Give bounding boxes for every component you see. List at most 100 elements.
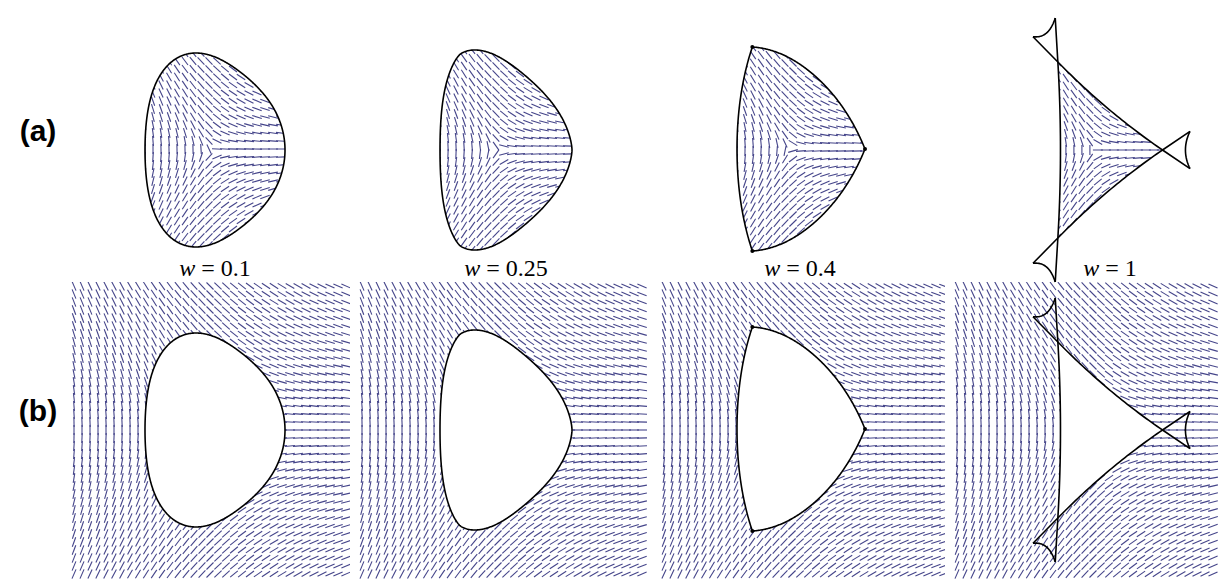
director-line [805,84,813,90]
director-line [469,206,475,214]
director-line [540,64,549,69]
director-line [245,99,254,103]
director-line [198,73,205,80]
director-line [221,66,229,72]
director-line [206,193,213,200]
director-line [774,235,781,243]
director-line [159,322,164,330]
director-line [1087,122,1094,129]
director-line [860,174,870,176]
director-line [1081,145,1082,155]
director-line [454,86,459,95]
director-line [1157,228,1166,232]
director-line [166,241,172,249]
director-line [1079,186,1085,194]
director-line [213,234,220,241]
director-line [782,163,788,171]
director-line [143,290,148,298]
director-line [500,183,508,189]
director-line [446,86,450,95]
director-line [1072,122,1076,131]
director-line [750,235,756,243]
director-line [485,62,492,69]
director-line [782,59,789,66]
director-line [206,225,213,232]
director-line [1157,204,1167,207]
director-line [805,212,813,218]
director-line [752,170,755,180]
director-line [462,86,467,95]
director-line [286,292,295,297]
director-line [159,57,164,66]
director-line [183,282,189,290]
director-line [1079,58,1086,65]
director-line [213,186,221,192]
director-line [143,72,147,81]
director-line [751,203,756,212]
director-line [532,223,541,228]
director-line [206,113,213,120]
director-line [783,139,787,148]
director-line [143,57,148,66]
director-line [151,298,156,306]
droplet-boundary [737,47,865,251]
director-line [213,66,220,73]
director-line [270,299,279,304]
director-line [166,49,172,57]
director-line [743,203,747,212]
director-line [469,214,475,222]
director-line [438,93,442,102]
director-line [1141,84,1150,88]
director-line [735,194,739,203]
director-line [743,194,747,203]
director-line [1133,100,1142,104]
director-line [500,63,507,70]
droplet-boundary [145,53,285,247]
director-line [159,290,165,298]
director-line [206,129,213,136]
director-line [214,315,221,322]
director-line [276,219,285,223]
director-line [276,188,286,190]
director-line [286,316,295,321]
director-line [508,47,516,54]
director-line [167,217,172,226]
director-line [836,205,845,209]
director-line [485,238,492,245]
director-line [852,182,862,184]
director-line [469,94,474,102]
director-line [1141,196,1150,200]
director-line [1126,92,1135,97]
director-line [198,201,204,209]
director-line [230,283,238,289]
director-line [1094,123,1102,129]
director-line [190,209,196,217]
director-line [797,124,806,129]
director-line [744,170,747,180]
director-line [207,283,214,290]
director-line [198,57,205,64]
director-line [853,45,862,50]
director-line [237,91,246,96]
director-line [207,323,214,330]
director-line [767,107,772,116]
director-line [1057,145,1058,155]
director-line [564,56,573,60]
director-line [751,195,756,204]
director-line [1118,219,1126,225]
director-line [1118,227,1126,233]
director-line [245,226,253,231]
director-line [485,94,491,102]
director-line [1057,153,1058,163]
director-line [454,189,458,198]
director-line [270,348,279,352]
director-line [844,205,853,209]
director-line [485,110,491,118]
director-line [262,323,271,328]
director-line [1057,161,1059,171]
director-line [144,338,149,347]
director-line [478,118,483,127]
director-line [500,167,508,173]
director-line [821,60,829,66]
director-line [500,71,507,78]
